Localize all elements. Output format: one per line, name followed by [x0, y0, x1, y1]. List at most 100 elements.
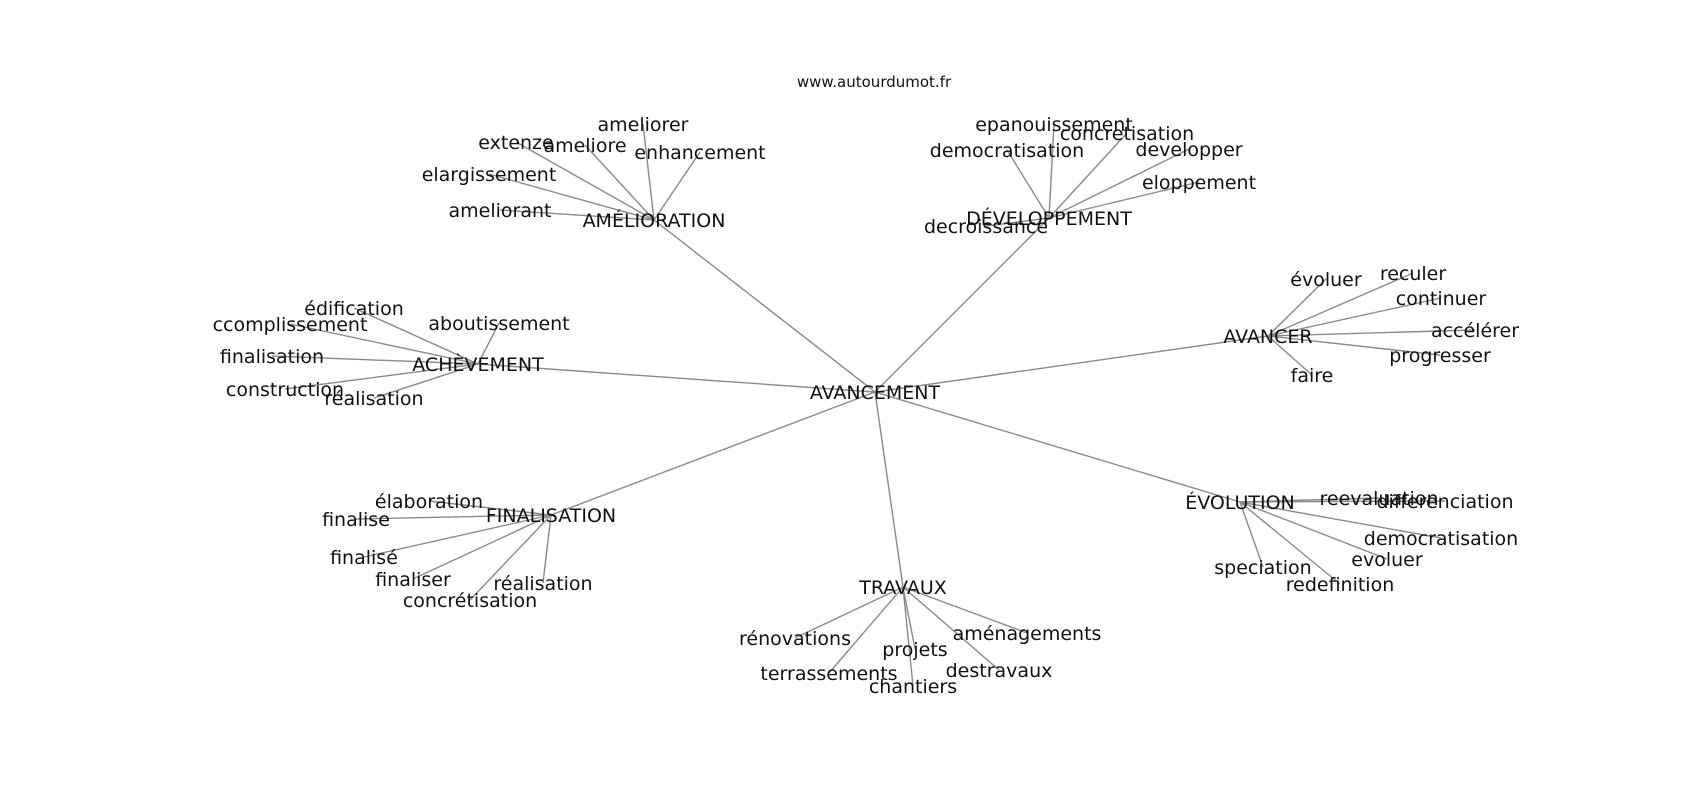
edge-center-to-hub — [874, 217, 1050, 393]
edge-hub-to-leaf — [1239, 501, 1442, 539]
leaf-node-label: reevaluation — [1319, 488, 1438, 510]
edge-hub-to-leaf — [1239, 500, 1446, 503]
leaf-node-label: terrassements — [760, 663, 897, 685]
edges — [271, 123, 1476, 687]
edge-hub-to-leaf — [794, 586, 904, 639]
edge-hub-to-leaf — [477, 322, 500, 365]
leaf-node-label: aboutissement — [428, 313, 569, 335]
leaf-node-label: aménagements — [953, 623, 1102, 645]
edge-hub-to-leaf — [499, 209, 655, 221]
leaf-node-label: accélérer — [1431, 320, 1519, 342]
leaf-node-label: differenciation — [1376, 491, 1513, 513]
center-node-label: AVANCEMENT — [810, 382, 941, 404]
edge-center-to-hub — [653, 219, 876, 393]
leaf-node-label: ccomplissement — [213, 314, 368, 336]
edge-hub-to-leaf — [1267, 335, 1313, 376]
leaf-node-label: ameliore — [543, 135, 626, 157]
edge-hub-to-leaf — [355, 514, 552, 520]
edge-hub-to-leaf — [1267, 272, 1414, 337]
leaf-node-label: finalise — [322, 509, 390, 531]
hub-node-label: ÉVOLUTION — [1185, 491, 1295, 514]
edge-hub-to-leaf — [1006, 149, 1050, 219]
leaf-node-label: decroissance — [924, 216, 1048, 238]
leaf-node-label: réalisation — [493, 573, 592, 595]
edge-center-to-hub — [477, 363, 876, 393]
leaf-node-label: évoluer — [1290, 269, 1362, 291]
leaf-node-label: projets — [882, 639, 947, 661]
leaf-node-label: construction — [226, 379, 344, 401]
leaf-node-label: eloppement — [1142, 172, 1256, 194]
leaf-node-label: rénovations — [739, 628, 851, 650]
edge-hub-to-leaf — [584, 144, 655, 221]
edge-hub-to-leaf — [542, 514, 552, 584]
edge-center-to-hub — [874, 391, 904, 588]
edge-hub-to-leaf — [1048, 148, 1190, 219]
leaf-node-label: redefinition — [1286, 574, 1395, 596]
leaf-node-label: finalisé — [330, 547, 398, 569]
edge-hub-to-leaf — [1048, 132, 1128, 219]
leaf-node-label: reculer — [1380, 263, 1447, 285]
edge-hub-to-leaf — [1239, 501, 1264, 568]
edge-hub-to-leaf — [828, 586, 904, 674]
edge-hub-to-leaf — [515, 141, 655, 221]
edge-hub-to-leaf — [373, 363, 479, 399]
hub-node-label: DÉVELOPPEMENT — [966, 207, 1132, 230]
edge-hub-to-leaf — [353, 307, 479, 365]
hub-node-label: ACHÈVEMENT — [412, 353, 544, 376]
edge-hub-to-leaf — [1267, 278, 1327, 337]
leaf-node-label: concrétisation — [403, 590, 537, 612]
leaf-node-label: finaliser — [375, 569, 451, 591]
edge-hub-to-leaf — [985, 217, 1050, 227]
edge-center-to-hub — [874, 335, 1269, 393]
hub-node-label: FINALISATION — [486, 505, 616, 527]
edge-hub-to-leaf — [902, 586, 1000, 671]
leaf-node-label: epanouissement — [975, 114, 1133, 136]
edge-hub-to-leaf — [653, 151, 701, 221]
leaf-node-label: developper — [1135, 139, 1242, 161]
leaf-node-label: extenze — [478, 132, 553, 154]
leaf-node-label: finalisation — [220, 346, 324, 368]
edge-hub-to-leaf — [284, 363, 479, 390]
leaf-node-label: progresser — [1389, 345, 1491, 367]
labels: www.autourdumot.fr AVANCEMENT ameliorere… — [213, 73, 1520, 698]
leaf-node-label: ameliorer — [598, 114, 689, 136]
leaf-node-label: concretisation — [1060, 123, 1194, 145]
edge-hub-to-leaf — [1267, 335, 1441, 356]
site-watermark: www.autourdumot.fr — [797, 73, 952, 91]
edge-hub-to-leaf — [642, 123, 655, 221]
hub-node-label: AVANCER — [1223, 326, 1312, 348]
hub-node-label: AMÉLIORATION — [583, 209, 726, 232]
leaf-node-label: enhancement — [634, 142, 765, 164]
leaf-node-label: ameliorant — [449, 200, 552, 222]
edge-hub-to-leaf — [1048, 181, 1200, 219]
edge-hub-to-leaf — [1239, 501, 1341, 585]
edge-hub-to-leaf — [1267, 297, 1442, 337]
edge-hub-to-leaf — [902, 586, 914, 687]
leaf-node-label: faire — [1291, 365, 1334, 387]
leaf-node-label: elargissement — [422, 164, 557, 186]
edge-hub-to-leaf — [1267, 329, 1476, 337]
leaf-node-label: continuer — [1396, 288, 1487, 310]
leaf-node-label: destravaux — [946, 660, 1053, 682]
leaf-node-label: élaboration — [375, 491, 483, 513]
edge-center-to-hub — [874, 391, 1241, 503]
leaf-node-label: evoluer — [1351, 549, 1423, 571]
leaf-node-label: democratisation — [930, 140, 1084, 162]
edge-hub-to-leaf — [1239, 501, 1388, 560]
leaf-node-label: chantiers — [869, 676, 957, 698]
leaf-node-label: speciation — [1214, 557, 1311, 579]
edge-hub-to-leaf — [902, 586, 916, 650]
edge-hub-to-leaf — [363, 514, 552, 558]
edge-hub-to-leaf — [412, 514, 552, 580]
edge-hub-to-leaf — [469, 514, 552, 601]
edge-hub-to-leaf — [428, 500, 552, 516]
edge-hub-to-leaf — [271, 355, 479, 365]
edge-hub-to-leaf — [289, 323, 479, 365]
edge-hub-to-leaf — [902, 586, 1028, 634]
leaf-node-label: réalisation — [324, 388, 423, 410]
edge-center-to-hub — [550, 391, 876, 516]
leaf-node-label: democratisation — [1364, 528, 1518, 550]
edge-hub-to-leaf — [488, 173, 655, 221]
leaf-node-label: édification — [304, 298, 403, 320]
